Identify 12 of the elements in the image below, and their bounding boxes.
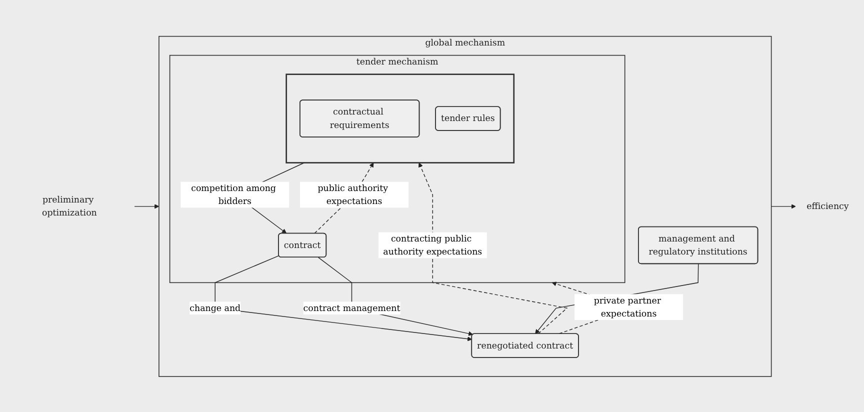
edge-label: change and <box>190 302 241 313</box>
edge-label: contract management <box>303 302 400 313</box>
cluster <box>286 73 515 163</box>
arrow <box>134 204 160 208</box>
edge-label: public authority expectations <box>318 182 388 206</box>
edge-label: competition among bidders <box>191 182 276 206</box>
edge-label: contracting public authority expectations <box>383 232 482 256</box>
arrow <box>770 204 796 208</box>
arrow <box>418 162 568 334</box>
node-text: efficiency <box>806 200 849 211</box>
edge-label: private partner expectations <box>594 294 662 318</box>
node-text: preliminary optimization <box>42 194 97 218</box>
